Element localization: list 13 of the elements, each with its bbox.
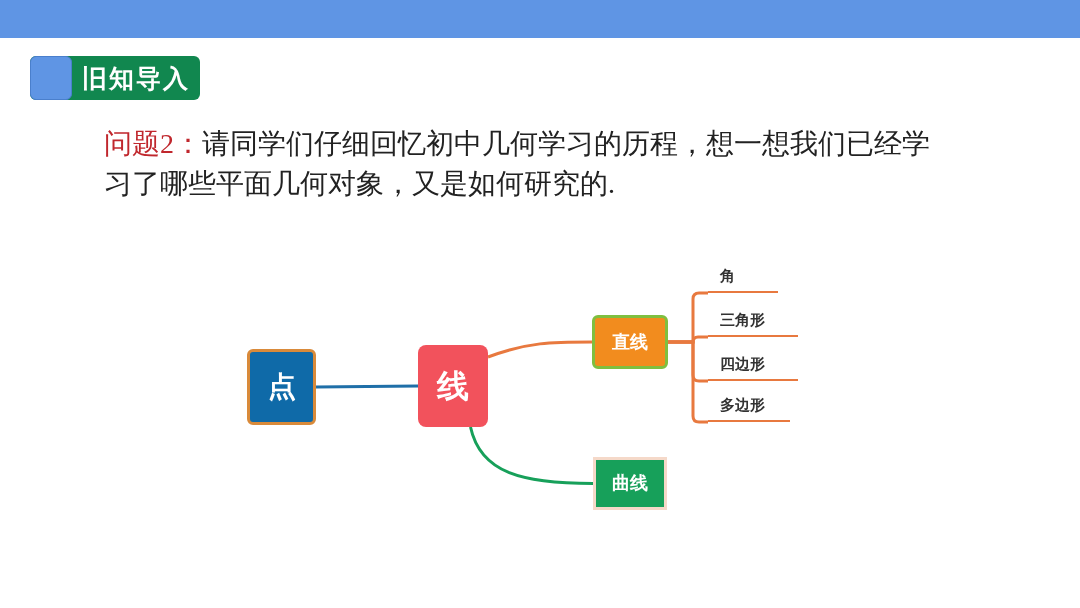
connector-line — [469, 426, 594, 485]
question-text: 问题2：请同学们仔细回忆初中几何学习的历程，想一想我们已经学习了哪些平面几何对象，又是如何研究的. — [104, 127, 931, 201]
subtopic-label: 多边形 — [708, 391, 790, 422]
topic-box: 线 — [418, 345, 488, 427]
subtopic-label: 角 — [708, 262, 778, 293]
topic-box: 曲线 — [593, 457, 667, 510]
topic-box: 点 — [247, 349, 316, 425]
connector-line — [668, 340, 708, 424]
subtopic-label: 四边形 — [708, 350, 798, 381]
topic-box: 直线 — [592, 315, 668, 369]
connector-line — [316, 384, 418, 389]
subtopic-label: 三角形 — [708, 306, 798, 337]
connector-line — [487, 340, 592, 359]
